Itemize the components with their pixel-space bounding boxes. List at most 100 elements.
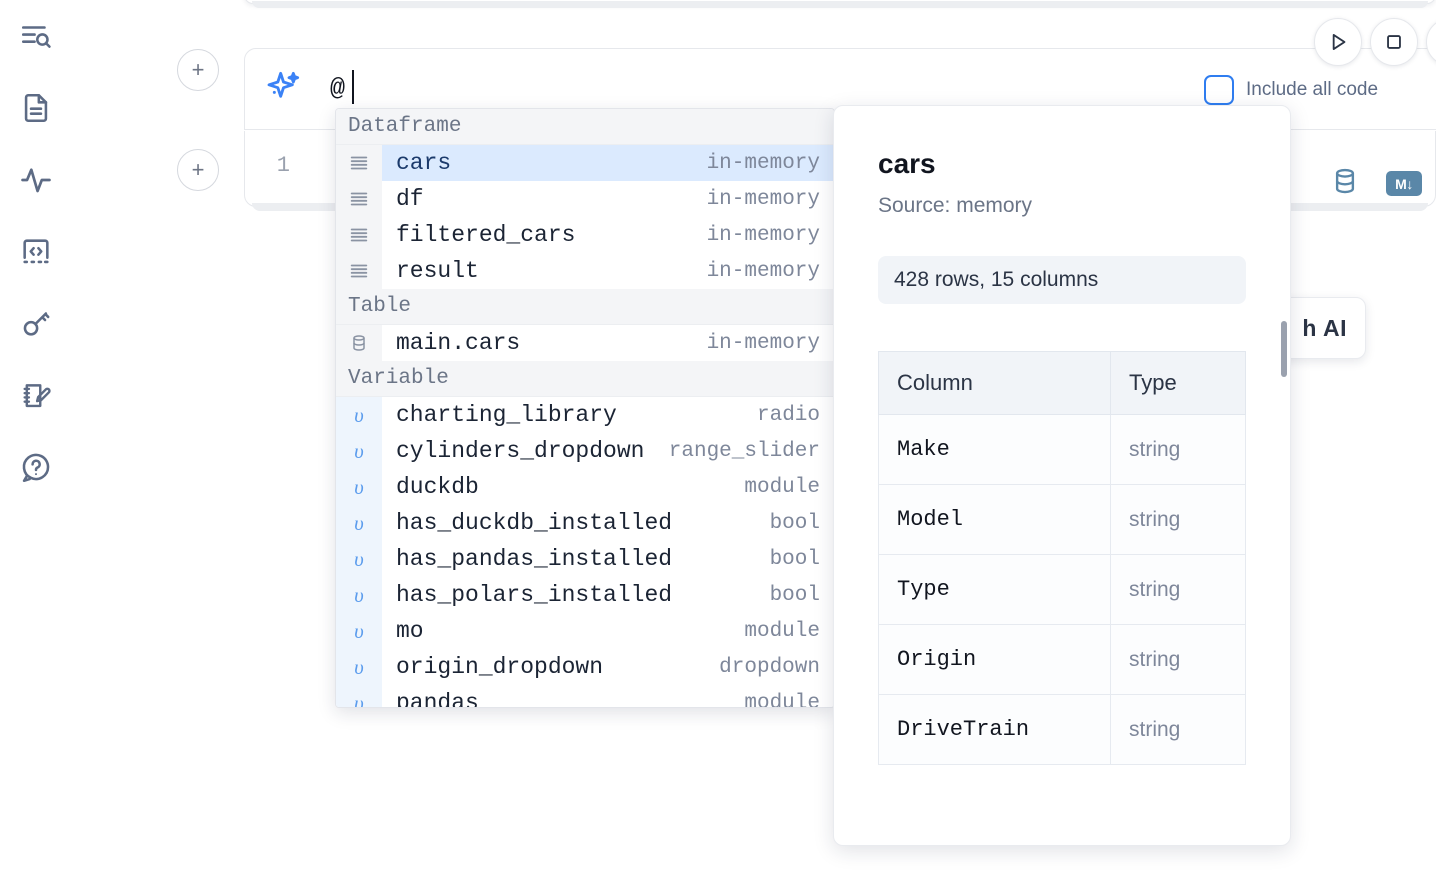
run-button[interactable] [1314, 18, 1362, 66]
key-icon[interactable] [14, 302, 58, 346]
schema-column-type: string [1110, 554, 1246, 625]
autocomplete-item[interactable]: υ charting_library radio [336, 397, 834, 433]
plus-icon: + [191, 57, 205, 82]
ai-prompt-input[interactable] [330, 68, 1150, 108]
text-cursor [352, 70, 354, 104]
variable-icon: υ [336, 433, 382, 469]
variable-details-panel: cars Source: memory 428 rows, 15 columns… [833, 105, 1291, 846]
autocomplete-item-name: origin_dropdown [396, 654, 604, 680]
autocomplete-item-type: in-memory [706, 187, 820, 211]
autocomplete-group-header: Table [336, 289, 834, 325]
variable-icon: υ [336, 469, 382, 505]
variable-icon: υ [336, 577, 382, 613]
autocomplete-item-name: mo [396, 618, 424, 644]
autocomplete-item-type: in-memory [706, 331, 820, 355]
autocomplete-item-name: has_pandas_installed [396, 546, 673, 572]
cell-above-shadow [252, 1, 1428, 8]
ai-float-label: h AI [1302, 314, 1347, 341]
schema-column-type: string [1110, 624, 1246, 695]
autocomplete-item[interactable]: υ has_polars_installed bool [336, 577, 834, 613]
autocomplete-item[interactable]: df in-memory [336, 181, 834, 217]
autocomplete-item[interactable]: cars in-memory [336, 145, 834, 181]
dataframe-icon [336, 145, 382, 181]
document-icon[interactable] [14, 86, 58, 130]
dataframe-icon [336, 217, 382, 253]
autocomplete-item[interactable]: result in-memory [336, 253, 834, 289]
add-cell-button-top[interactable]: + [177, 49, 219, 91]
column-header-type: Type [1110, 351, 1246, 415]
code-snippet-icon[interactable] [14, 230, 58, 274]
autocomplete-item-type: bool [769, 583, 820, 607]
add-cell-button-bottom[interactable]: + [177, 149, 219, 191]
schema-column-name: DriveTrain [878, 694, 1111, 765]
autocomplete-item[interactable]: υ has_pandas_installed bool [336, 541, 834, 577]
left-icon-rail [0, 0, 72, 874]
schema-column-name: Type [878, 554, 1111, 625]
autocomplete-item-name: has_polars_installed [396, 582, 673, 608]
include-all-code-checkbox[interactable] [1204, 75, 1234, 105]
table-database-icon [336, 325, 382, 361]
autocomplete-item[interactable]: filtered_cars in-memory [336, 217, 834, 253]
variable-icon: υ [336, 685, 382, 707]
autocomplete-item-type: module [744, 691, 820, 708]
sparkle-ai-icon [264, 68, 304, 108]
plus-icon: + [191, 157, 205, 182]
autocomplete-item-type: in-memory [706, 151, 820, 175]
autocomplete-item-name: charting_library [396, 402, 617, 428]
schema-column-name: Origin [878, 624, 1111, 695]
include-all-code-row[interactable]: Include all code [1204, 75, 1378, 105]
autocomplete-item-type: in-memory [706, 259, 820, 283]
autocomplete-item-name: pandas [396, 690, 479, 708]
autocomplete-item-name: main.cars [396, 330, 521, 356]
schema-column-type: string [1110, 694, 1246, 765]
variable-icon: υ [336, 541, 382, 577]
database-icon[interactable] [1330, 166, 1360, 201]
markdown-icon[interactable]: M↓ [1386, 171, 1422, 196]
autocomplete-item[interactable]: υ origin_dropdown dropdown [336, 649, 834, 685]
autocomplete-item-type: module [744, 619, 820, 643]
variable-icon: υ [336, 397, 382, 433]
autocomplete-item-name: filtered_cars [396, 222, 576, 248]
autocomplete-item-name: cars [396, 150, 452, 176]
explore-search-icon[interactable] [14, 14, 58, 58]
autocomplete-item-name: duckdb [396, 474, 479, 500]
cell-toolbar: M↓ [1330, 166, 1422, 201]
include-all-code-label: Include all code [1246, 79, 1379, 100]
autocomplete-item-name: has_duckdb_installed [396, 510, 673, 536]
variable-icon: υ [336, 649, 382, 685]
autocomplete-item[interactable]: υ cylinders_dropdown range_slider [336, 433, 834, 469]
autocomplete-item-type: module [744, 475, 820, 499]
variable-icon: υ [336, 613, 382, 649]
line-number: 1 [276, 153, 290, 178]
dataframe-icon [336, 253, 382, 289]
autocomplete-item-type: range_slider [668, 439, 820, 463]
activity-pulse-icon[interactable] [14, 158, 58, 202]
autocomplete-item[interactable]: main.cars in-memory [336, 325, 834, 361]
autocomplete-item-type: radio [756, 403, 820, 427]
scratchpad-edit-icon[interactable] [14, 374, 58, 418]
schema-column-name: Make [878, 414, 1111, 485]
autocomplete-item-name: cylinders_dropdown [396, 438, 645, 464]
autocomplete-item-name: result [396, 258, 479, 284]
autocomplete-item-type: bool [769, 511, 820, 535]
autocomplete-item-type: bool [769, 547, 820, 571]
autocomplete-item-type: dropdown [719, 655, 820, 679]
details-title: cars [878, 148, 936, 179]
help-question-icon[interactable] [14, 446, 58, 490]
autocomplete-item-name: df [396, 186, 424, 212]
details-scrollbar-thumb[interactable] [1281, 321, 1287, 377]
autocomplete-item-type: in-memory [706, 223, 820, 247]
stop-button[interactable] [1370, 18, 1418, 66]
dataframe-icon [336, 181, 382, 217]
